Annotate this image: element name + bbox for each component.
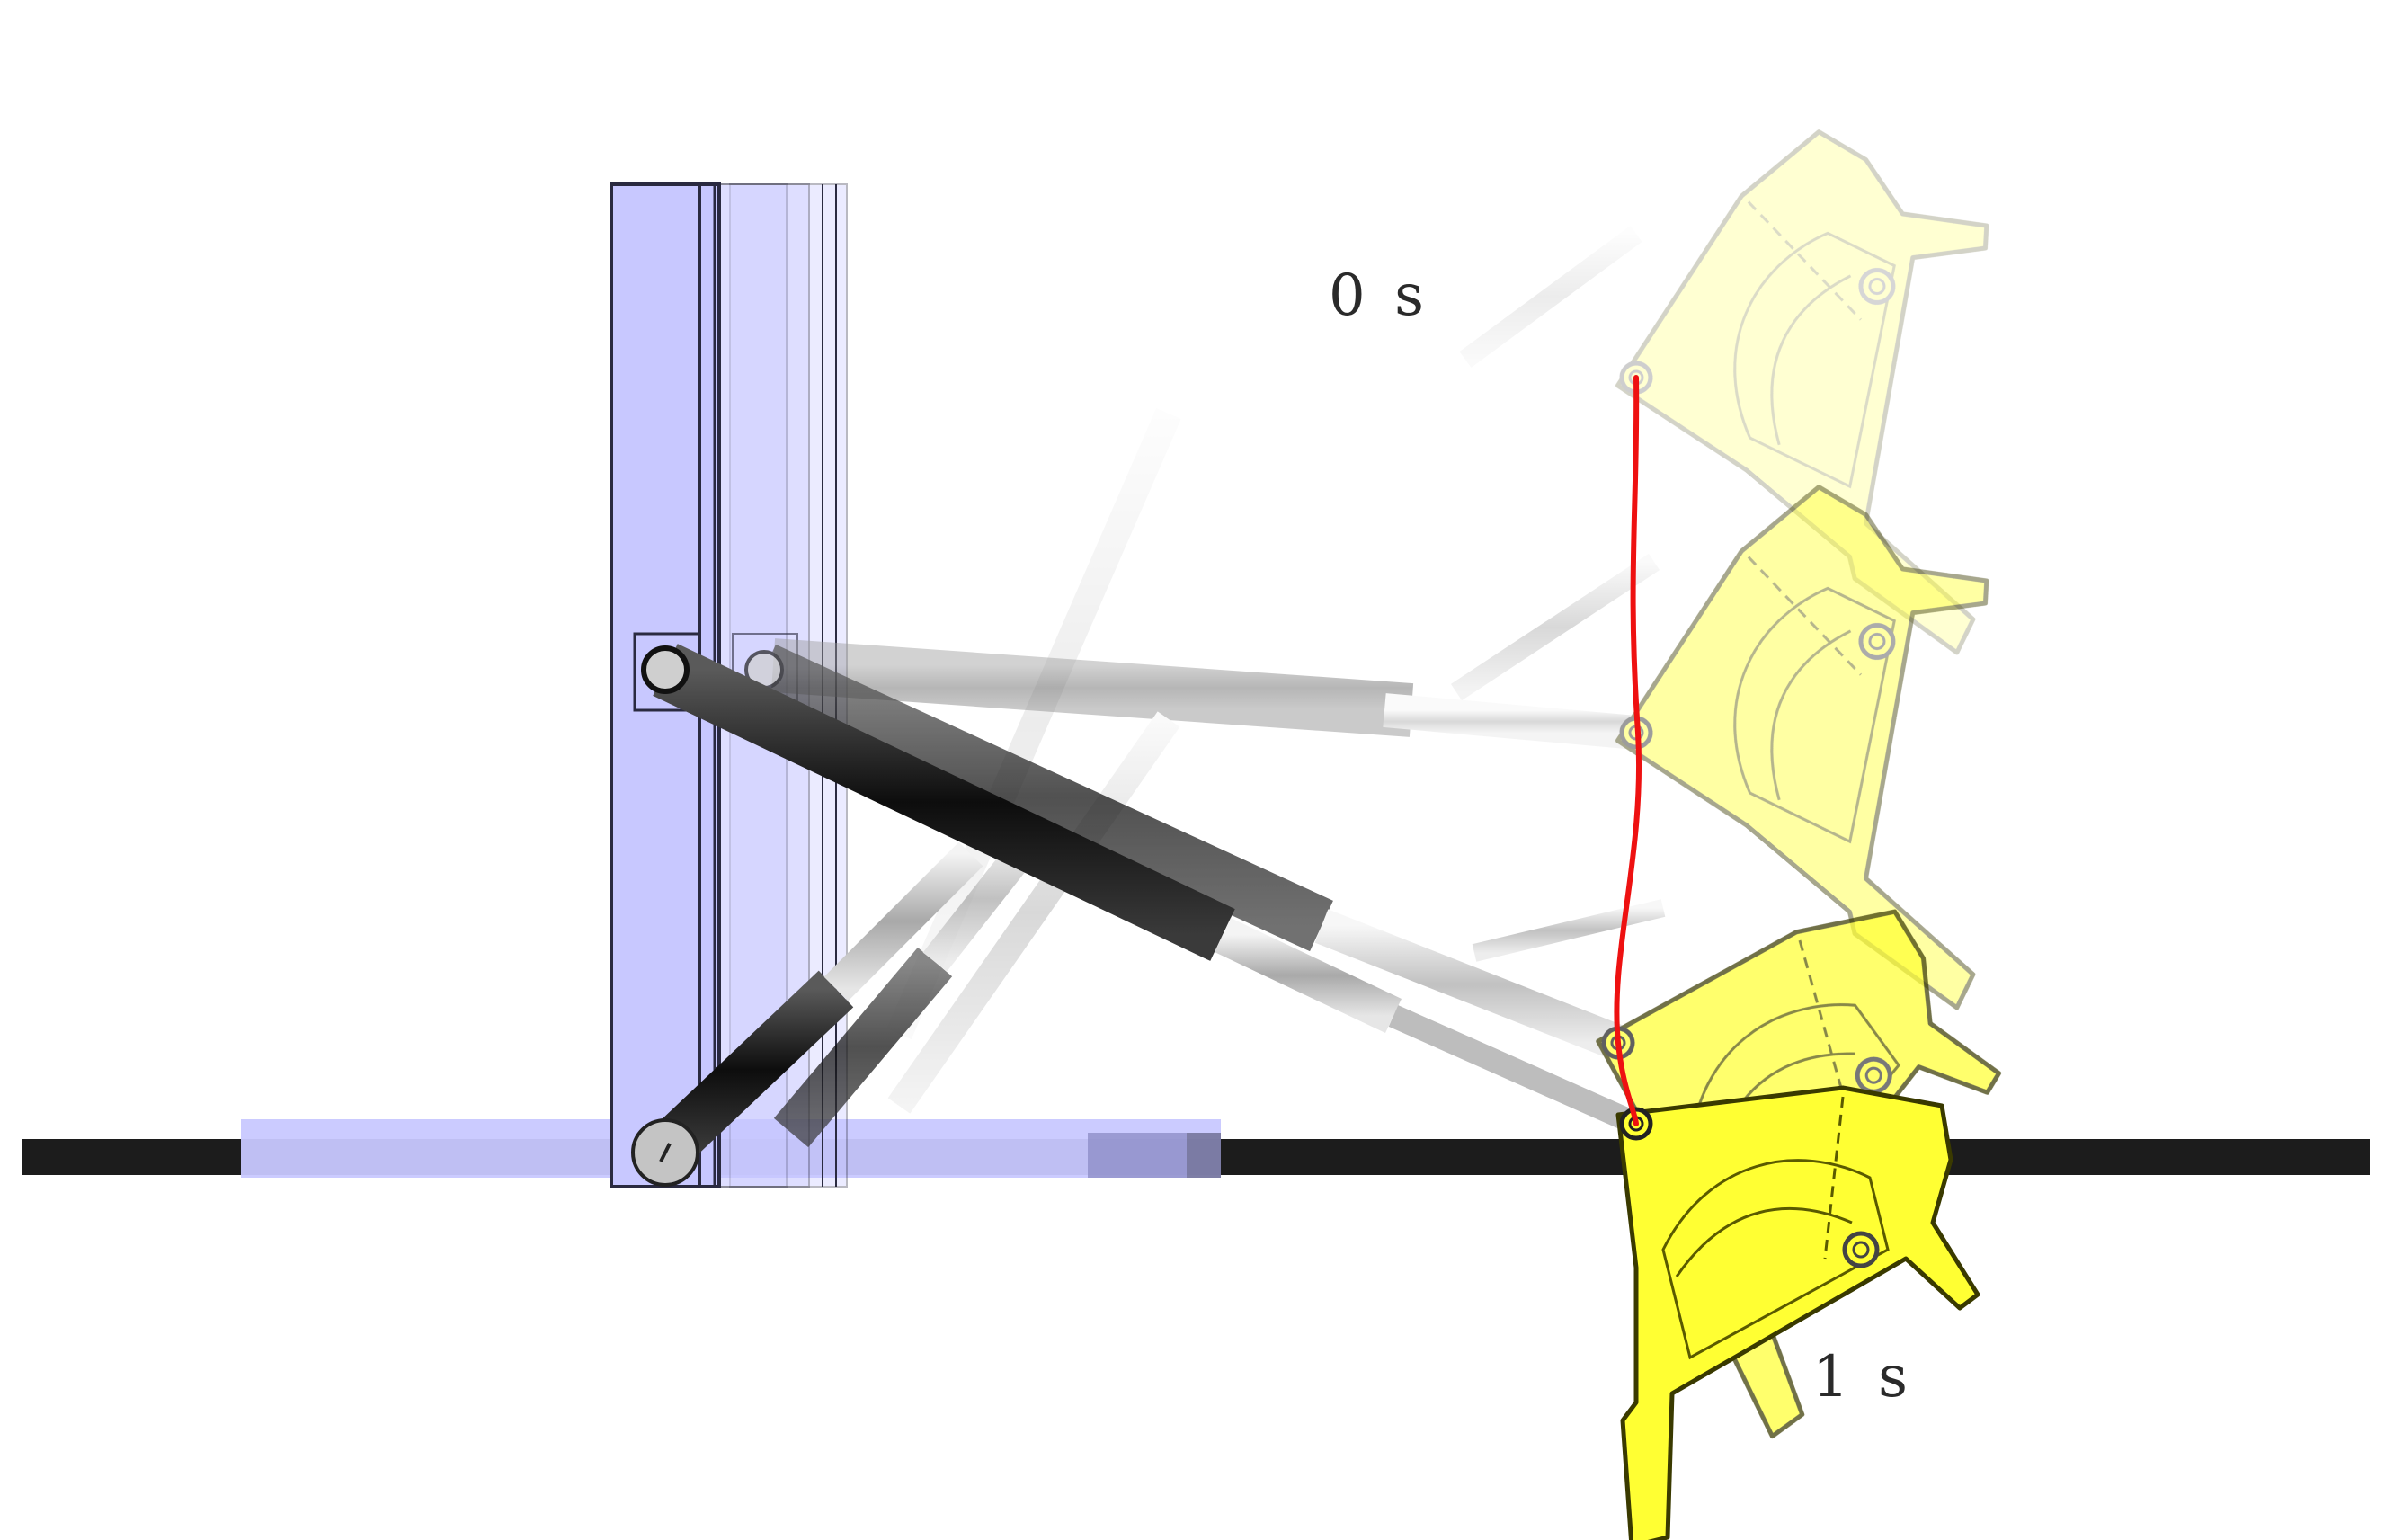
trajectory-curve bbox=[1614, 375, 1642, 1126]
snapshot-2 bbox=[744, 644, 2093, 1441]
time-label-start: 0 s bbox=[1329, 263, 1429, 329]
base-plate bbox=[241, 1119, 1221, 1178]
snapshot-1s bbox=[631, 644, 1978, 1540]
snapshot-1 bbox=[770, 448, 2179, 1114]
time-label-end: 1 s bbox=[1812, 1344, 1913, 1411]
upper-pivot bbox=[641, 645, 690, 694]
